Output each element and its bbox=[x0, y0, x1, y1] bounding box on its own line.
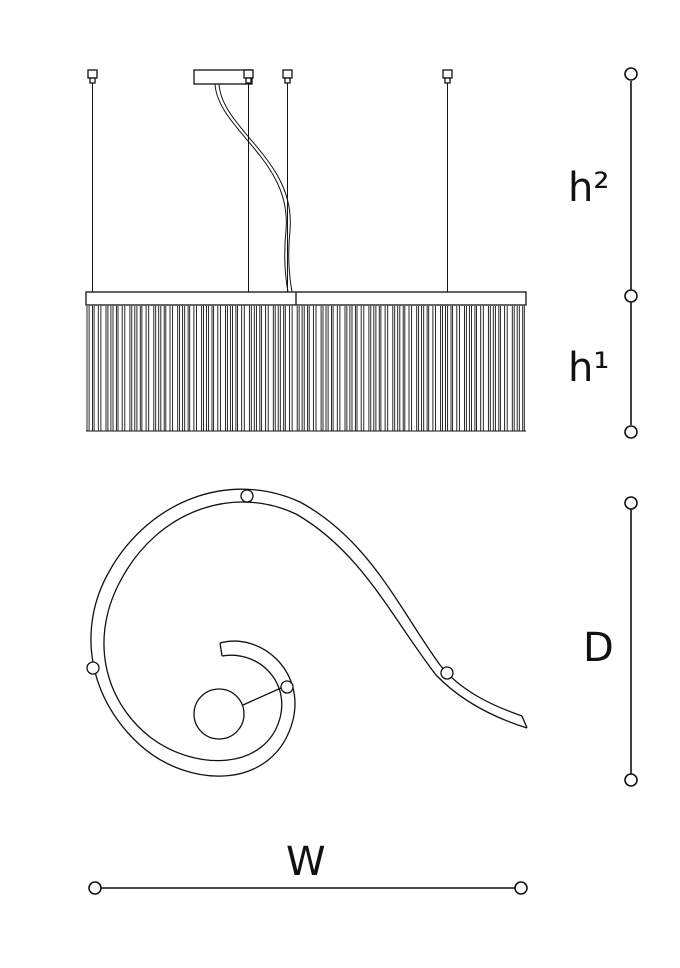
dim-endpoint bbox=[514, 881, 528, 895]
label-h2: h² bbox=[568, 165, 610, 211]
ceiling-canopy bbox=[193, 69, 253, 85]
dim-endpoint bbox=[624, 773, 638, 787]
plan-suspension-points bbox=[86, 489, 454, 694]
label-w: W bbox=[286, 839, 326, 885]
dim-endpoint bbox=[624, 496, 638, 510]
suspension-wires bbox=[92, 83, 448, 292]
dim-endpoint bbox=[624, 289, 638, 303]
power-cable bbox=[214, 83, 293, 293]
plan-canopy bbox=[193, 688, 245, 740]
crystal-rods bbox=[86, 306, 526, 432]
elevation-view bbox=[85, 69, 527, 432]
plan-view bbox=[86, 488, 528, 777]
dim-endpoint bbox=[88, 881, 102, 895]
spiral-outer-edge bbox=[90, 488, 523, 777]
dimension-lines bbox=[88, 67, 638, 895]
dim-endpoint bbox=[624, 425, 638, 439]
label-d: D bbox=[583, 625, 614, 671]
dim-endpoint bbox=[624, 67, 638, 81]
suspension-anchors bbox=[87, 69, 453, 84]
label-h1: h¹ bbox=[568, 345, 610, 391]
frame-rail bbox=[85, 291, 527, 306]
spiral-inner-edge bbox=[103, 501, 528, 762]
plan-cable bbox=[242, 687, 282, 706]
